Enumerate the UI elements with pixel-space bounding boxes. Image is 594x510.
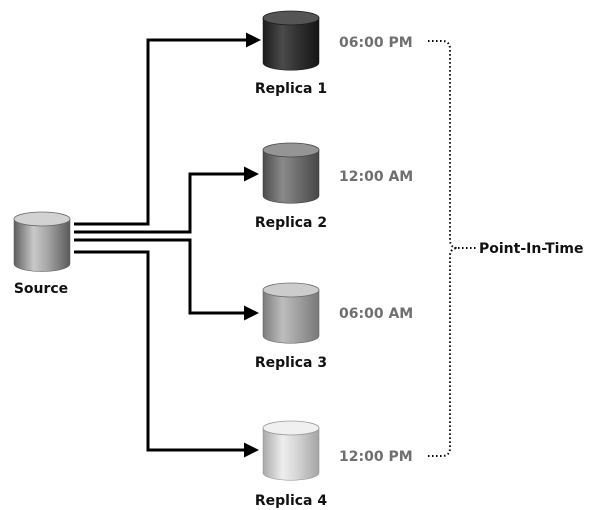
replica-2-database-icon [262, 142, 320, 204]
replica-3-label: Replica 3 [255, 355, 327, 371]
connector-replica-2 [74, 166, 259, 234]
point-in-time-bracket [428, 40, 476, 457]
replica-4-label: Replica 4 [255, 493, 328, 509]
replica-1-time: 06:00 PM [339, 35, 413, 51]
replica-2-label: Replica 2 [255, 215, 327, 231]
replica-4-time: 12:00 PM [339, 449, 413, 465]
replica-2-time: 12:00 AM [339, 169, 413, 185]
connector-replica-3 [74, 238, 259, 321]
source-label: Source [14, 281, 68, 297]
replica-1-database-icon [262, 10, 320, 71]
source-database-icon [13, 211, 71, 272]
connectors [74, 32, 261, 458]
replica-3-database-icon [262, 282, 320, 344]
replica-1-label: Replica 1 [255, 81, 327, 97]
replica-4-database-icon [262, 420, 320, 481]
connector-replica-4 [74, 250, 259, 458]
connector-replica-1 [74, 32, 261, 226]
point-in-time-label: Point-In-Time [479, 241, 584, 257]
replica-3-time: 06:00 AM [339, 306, 413, 322]
